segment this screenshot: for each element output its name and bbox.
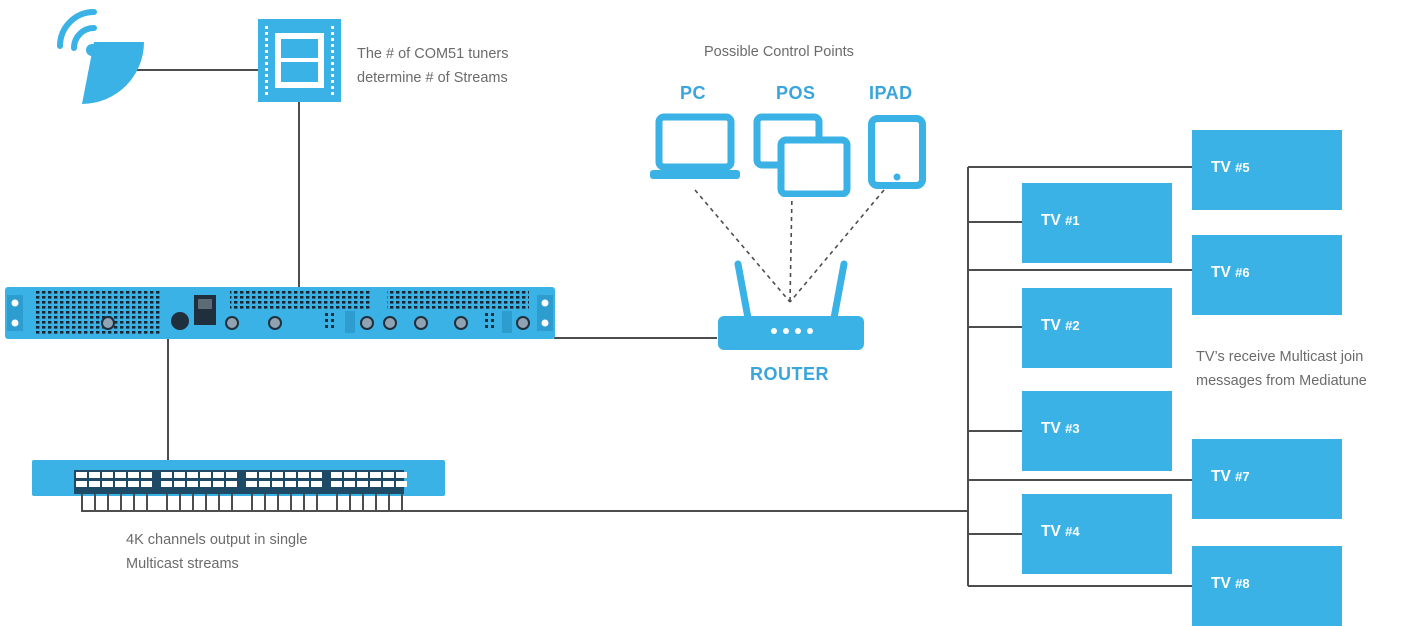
tv-note: TV’s receive Multicast join messages fro… xyxy=(1196,345,1367,393)
tuner-module-icon xyxy=(258,19,341,102)
pos-terminal-icon xyxy=(753,113,851,197)
pc-label: PC xyxy=(680,83,707,103)
tv-6-label: TV #6 xyxy=(1211,264,1250,281)
output-note-line1: 4K channels output in single xyxy=(126,532,308,548)
network-switch xyxy=(32,460,445,513)
tv-1-box: TV #1 xyxy=(1022,183,1172,263)
tuners-note-line2: determine # of Streams xyxy=(357,70,508,86)
pos-label: POS xyxy=(776,83,816,103)
tv-6-box: TV #6 xyxy=(1192,235,1342,315)
mediatune-rack-unit xyxy=(5,287,555,339)
tv-7-label: TV #7 xyxy=(1211,468,1250,485)
tv-note-line1: TV’s receive Multicast join xyxy=(1196,349,1364,365)
tv-4-label: TV #4 xyxy=(1041,523,1080,540)
satellite-dish-icon xyxy=(57,9,144,104)
laptop-icon xyxy=(650,113,740,179)
tuners-note: The # of COM51 tuners determine # of Str… xyxy=(357,42,509,90)
control-dashed-lines xyxy=(694,189,885,303)
tv-7-box: TV #7 xyxy=(1192,439,1342,519)
tv-3-label: TV #3 xyxy=(1041,420,1080,437)
control-points-title: Possible Control Points xyxy=(704,44,854,60)
router-icon xyxy=(718,260,864,350)
router-label: ROUTER xyxy=(750,364,829,384)
tablet-icon xyxy=(868,115,926,189)
output-note: 4K channels output in single Multicast s… xyxy=(126,528,307,576)
tv-5-label: TV #5 xyxy=(1211,159,1250,176)
ipad-label: IPAD xyxy=(869,83,913,103)
tv-1-label: TV #1 xyxy=(1041,212,1080,229)
tv-5-box: TV #5 xyxy=(1192,130,1342,210)
tv-3-box: TV #3 xyxy=(1022,391,1172,471)
tv-4-box: TV #4 xyxy=(1022,494,1172,574)
tv-note-line2: messages from Mediatune xyxy=(1196,373,1367,389)
tuners-note-line1: The # of COM51 tuners xyxy=(357,46,509,62)
output-note-line2: Multicast streams xyxy=(126,556,239,572)
tv-2-label: TV #2 xyxy=(1041,317,1080,334)
tv-2-box: TV #2 xyxy=(1022,288,1172,368)
tv-8-label: TV #8 xyxy=(1211,575,1250,592)
tv-8-box: TV #8 xyxy=(1192,546,1342,626)
